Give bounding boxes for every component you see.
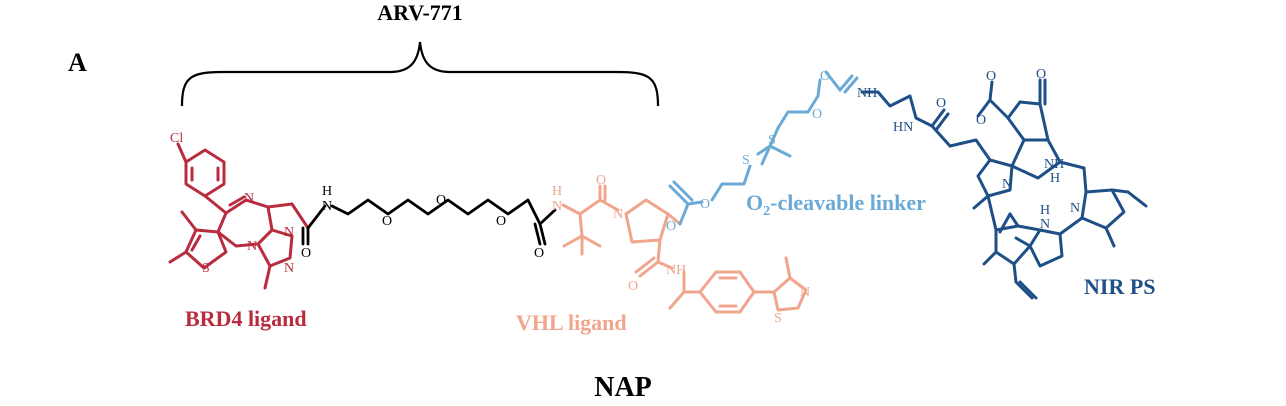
nir-ps-structure xyxy=(860,78,1148,300)
label-linker-rest: -cleavable linker xyxy=(770,190,926,215)
panel-label: A xyxy=(68,48,87,77)
label-linker-o: O xyxy=(746,190,763,215)
curly-brace xyxy=(180,41,660,107)
atom-s-linker-2: S xyxy=(768,133,776,148)
atom-n-nir-1: N xyxy=(1002,177,1012,192)
atom-s-thiophene: S xyxy=(202,261,210,276)
vhl-ligand-structure xyxy=(561,184,808,314)
atom-o-vhl-1: O xyxy=(596,173,606,188)
atom-n-vhl: N xyxy=(552,199,562,214)
atom-o-linker-3: O xyxy=(812,107,822,122)
o2-cleavable-linker-structure xyxy=(668,70,859,226)
atom-o-amide-1: O xyxy=(301,246,311,261)
atom-n-triazole-2: N xyxy=(284,225,294,240)
atom-o-vhl-2: O xyxy=(628,279,638,294)
atom-n-diazepine: N xyxy=(244,191,254,206)
atom-n-amide-1: N xyxy=(322,199,332,214)
title-nap: NAP xyxy=(594,372,652,403)
atom-o-nir-4: O xyxy=(976,113,986,128)
label-linker-subscript: 2 xyxy=(763,204,770,219)
title-arv771: ARV-771 xyxy=(377,0,463,25)
peg-linker-structure xyxy=(301,198,557,246)
atom-h-vhl: H xyxy=(552,184,562,199)
atom-hn-nir: HN xyxy=(893,120,913,135)
atom-n-nir-4: N xyxy=(1040,217,1050,232)
label-o2-cleavable-linker: O2-cleavable linker xyxy=(746,190,926,219)
atom-n-thiazole: N xyxy=(800,285,810,300)
atom-cl: Cl xyxy=(170,131,183,146)
atom-o-peg-1: O xyxy=(382,214,392,229)
atom-n-triazole-3: N xyxy=(284,261,294,276)
atom-labels: Cl N S N N N H N O O O O O H N O N O NH … xyxy=(170,67,1080,326)
atom-n-triazole-1: N xyxy=(247,239,257,254)
label-vhl-ligand: VHL ligand xyxy=(516,310,627,335)
atom-nh-nir: NH xyxy=(857,86,877,101)
atom-o-peg-2: O xyxy=(436,193,446,208)
atom-n-nir-3: N xyxy=(1070,201,1080,216)
atom-s-linker-1: S xyxy=(742,153,750,168)
atom-o-amide-2: O xyxy=(534,246,544,261)
atom-h-amide-1: H xyxy=(322,184,332,199)
atom-o-nir-3: O xyxy=(1036,67,1046,82)
atom-o-linker-2: O xyxy=(700,197,710,212)
label-nir-ps: NIR PS xyxy=(1084,274,1156,299)
atom-n-pyrrolidine: N xyxy=(613,207,623,222)
atom-o-linker-1: O xyxy=(666,219,676,234)
atom-o-nir-2: O xyxy=(986,69,996,84)
atom-s-thiazole: S xyxy=(774,311,782,326)
atom-h-nir-2: H xyxy=(1050,171,1060,186)
atom-nh-vhl: NH xyxy=(666,263,686,278)
atom-o-linker-4: O xyxy=(820,69,830,84)
atom-nh-nir-2: NH xyxy=(1044,157,1064,172)
brd4-ligand-structure xyxy=(168,142,310,290)
atom-o-peg-3: O xyxy=(496,214,506,229)
label-brd4-ligand: BRD4 ligand xyxy=(185,306,307,331)
atom-o-nir-1: O xyxy=(936,96,946,111)
atom-h-nir-4: H xyxy=(1040,203,1050,218)
